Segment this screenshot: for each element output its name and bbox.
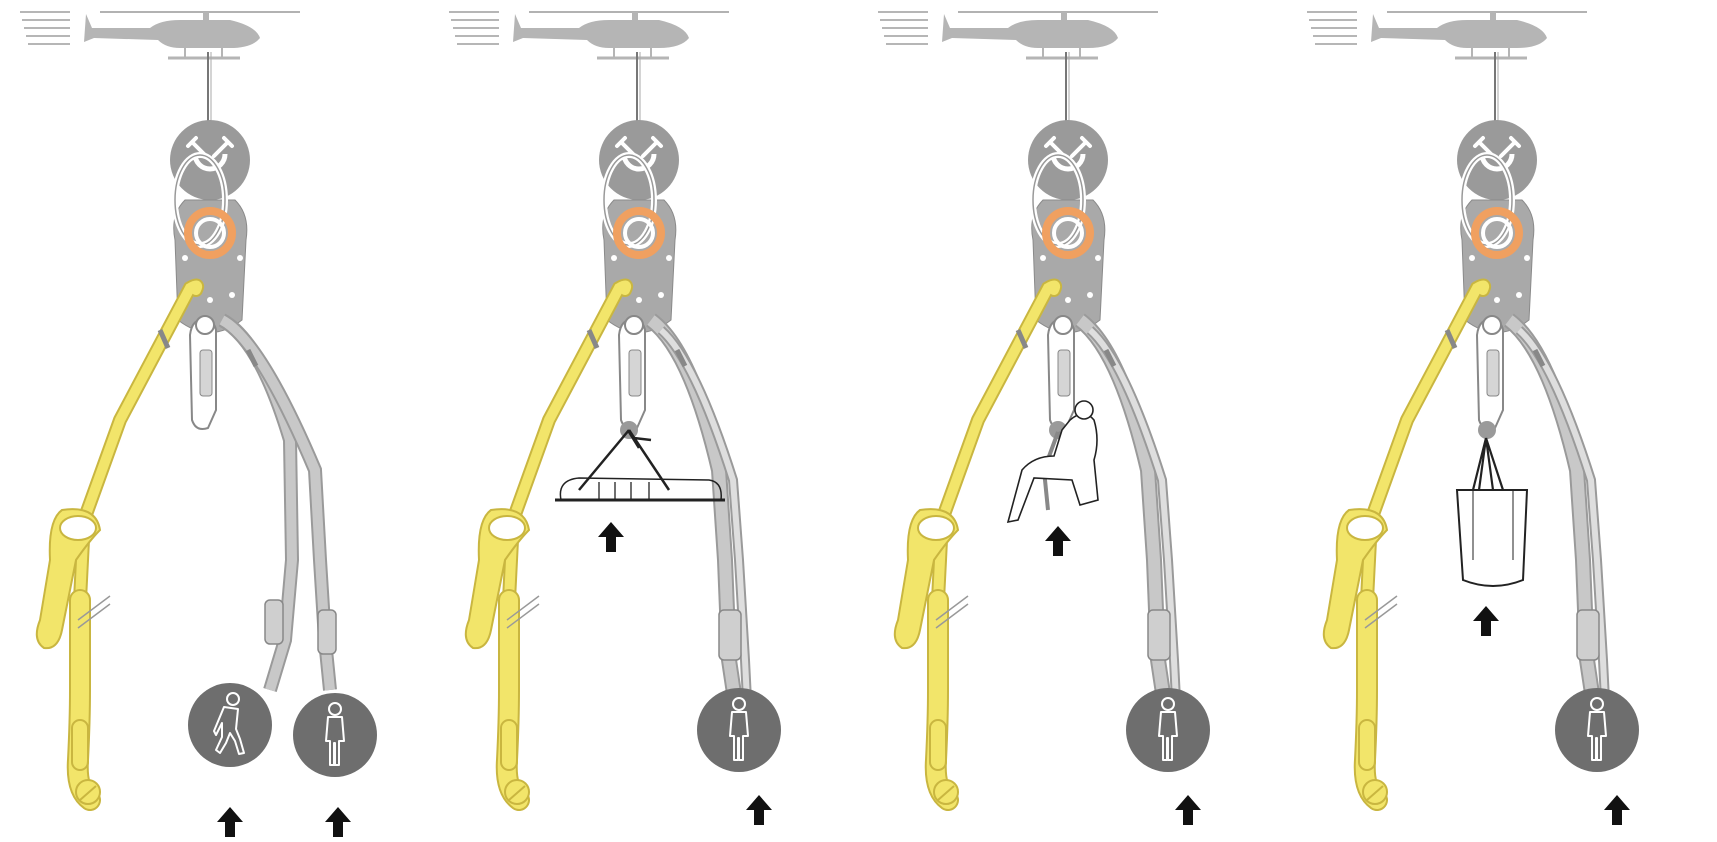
up-arrow-icon — [1604, 795, 1630, 825]
standing-person-icon — [1126, 688, 1210, 772]
standing-person-icon — [1555, 688, 1639, 772]
yellow-lanyard — [930, 285, 1055, 804]
helicopter-icon — [20, 12, 300, 58]
panel-drawing — [1287, 0, 1717, 842]
helicopter-icon — [449, 12, 729, 58]
up-arrow-icon — [746, 795, 772, 825]
up-arrow-icon — [325, 807, 351, 837]
grey-lanyard — [222, 320, 336, 690]
up-arrow-icon — [1175, 795, 1201, 825]
panel-dual-fall-arrest — [0, 0, 430, 842]
up-arrow-icon — [598, 522, 624, 552]
up-arrow-icon — [1045, 526, 1071, 556]
panel-drawing — [858, 0, 1288, 842]
up-arrow-icon — [217, 807, 243, 837]
suspended-person-icon — [188, 683, 272, 767]
panel-drawing — [429, 0, 859, 842]
helicopter-icon — [878, 12, 1158, 58]
panel-stretcher — [429, 0, 859, 842]
equipment-bag-icon — [1457, 438, 1527, 586]
panel-equipment-bag — [1287, 0, 1717, 842]
panel-rescue-triangle — [858, 0, 1288, 842]
yellow-lanyard — [72, 285, 197, 804]
standing-person-icon — [697, 688, 781, 772]
standing-person-icon — [293, 693, 377, 777]
panel-drawing — [0, 0, 430, 842]
helicopter-icon — [1307, 12, 1587, 58]
attachment-point — [1478, 421, 1496, 439]
stretcher-icon — [555, 430, 725, 500]
up-arrow-icon — [1473, 606, 1499, 636]
grey-lanyard — [1080, 320, 1176, 700]
grey-lanyard — [651, 320, 747, 700]
